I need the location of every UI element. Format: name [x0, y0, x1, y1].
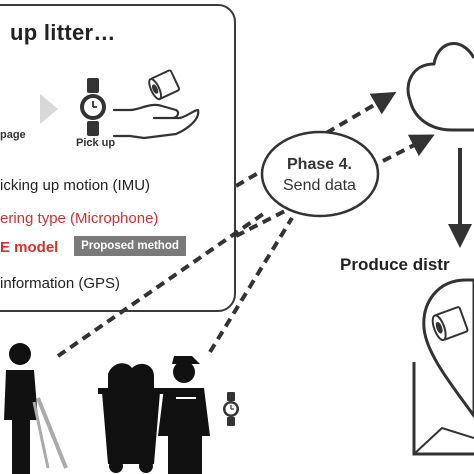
pick-up-label: Pick up — [76, 137, 116, 149]
hand-icon — [112, 103, 200, 140]
page-label: page — [0, 129, 26, 141]
proposed-method-badge: Proposed method — [74, 236, 186, 256]
imu-row: icking up motion (IMU) — [0, 177, 151, 194]
microphone-row: ering type (Microphone) — [0, 210, 159, 227]
step-arrow-icon — [40, 94, 58, 124]
gps-row: information (GPS) — [0, 275, 121, 292]
person-icon — [4, 343, 68, 474]
phase-title: Phase 4. — [287, 156, 352, 173]
map-pin-icon — [412, 278, 474, 456]
small-watch-icon — [223, 392, 239, 426]
produce-label: Produce distr — [340, 255, 450, 274]
paper-roll-icon — [148, 69, 181, 101]
down-arrow-icon — [448, 148, 472, 248]
phase-bubble — [260, 130, 380, 218]
watch-icon — [80, 78, 106, 136]
worker-icon — [158, 356, 210, 474]
phase-subtitle: Send data — [283, 177, 356, 194]
panel-title: up litter… — [10, 20, 116, 45]
cloud-icon — [406, 42, 474, 132]
model-row: E model — [0, 239, 59, 256]
trash-cart-icon — [98, 363, 164, 473]
